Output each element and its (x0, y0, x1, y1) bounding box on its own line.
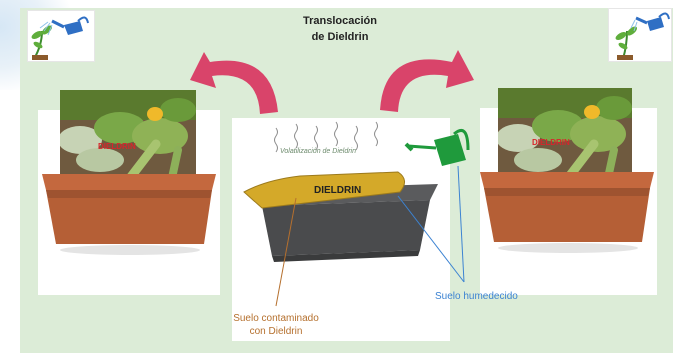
center-dieldrin-label: DIELDRIN (314, 185, 362, 196)
title-line-2: de Dieldrin (311, 31, 369, 43)
volatilization-label: Volatilización de Dieldrin (280, 148, 357, 155)
contaminated-soil-line-2: con Dieldrin (249, 326, 303, 337)
right-photo-label: DIELDRIN (532, 138, 570, 147)
curved-arrow-icon (190, 52, 278, 114)
left-photo-label: DIELDRIN (98, 142, 136, 151)
diagram-title: Translocación de Dieldrin (268, 13, 412, 45)
watering-can-icon (404, 129, 470, 166)
contaminated-soil-label: Suelo contaminado con Dieldrin (214, 312, 338, 338)
moist-soil-label: Suelo humedecido (435, 291, 518, 302)
corner-icon-left (27, 10, 95, 62)
left-pot (42, 174, 216, 255)
title-line-1: Translocación (303, 15, 377, 27)
watering-plant-icon (31, 16, 89, 60)
blue-leader-line-2 (457, 165, 465, 283)
vapor-lines (274, 121, 378, 153)
curved-arrow-icon (380, 50, 474, 112)
right-pot (480, 172, 654, 253)
left-plant-photo: DIELDRIN (60, 90, 196, 182)
center-container (243, 171, 438, 262)
corner-icon-right (608, 8, 672, 62)
contaminated-soil-line-1: Suelo contaminado (233, 313, 319, 324)
watering-plant-icon (615, 12, 670, 60)
blue-leader-line-1 (397, 195, 465, 283)
right-plant-photo: DIELDRIN (498, 88, 632, 182)
brown-leader-line (275, 197, 297, 307)
